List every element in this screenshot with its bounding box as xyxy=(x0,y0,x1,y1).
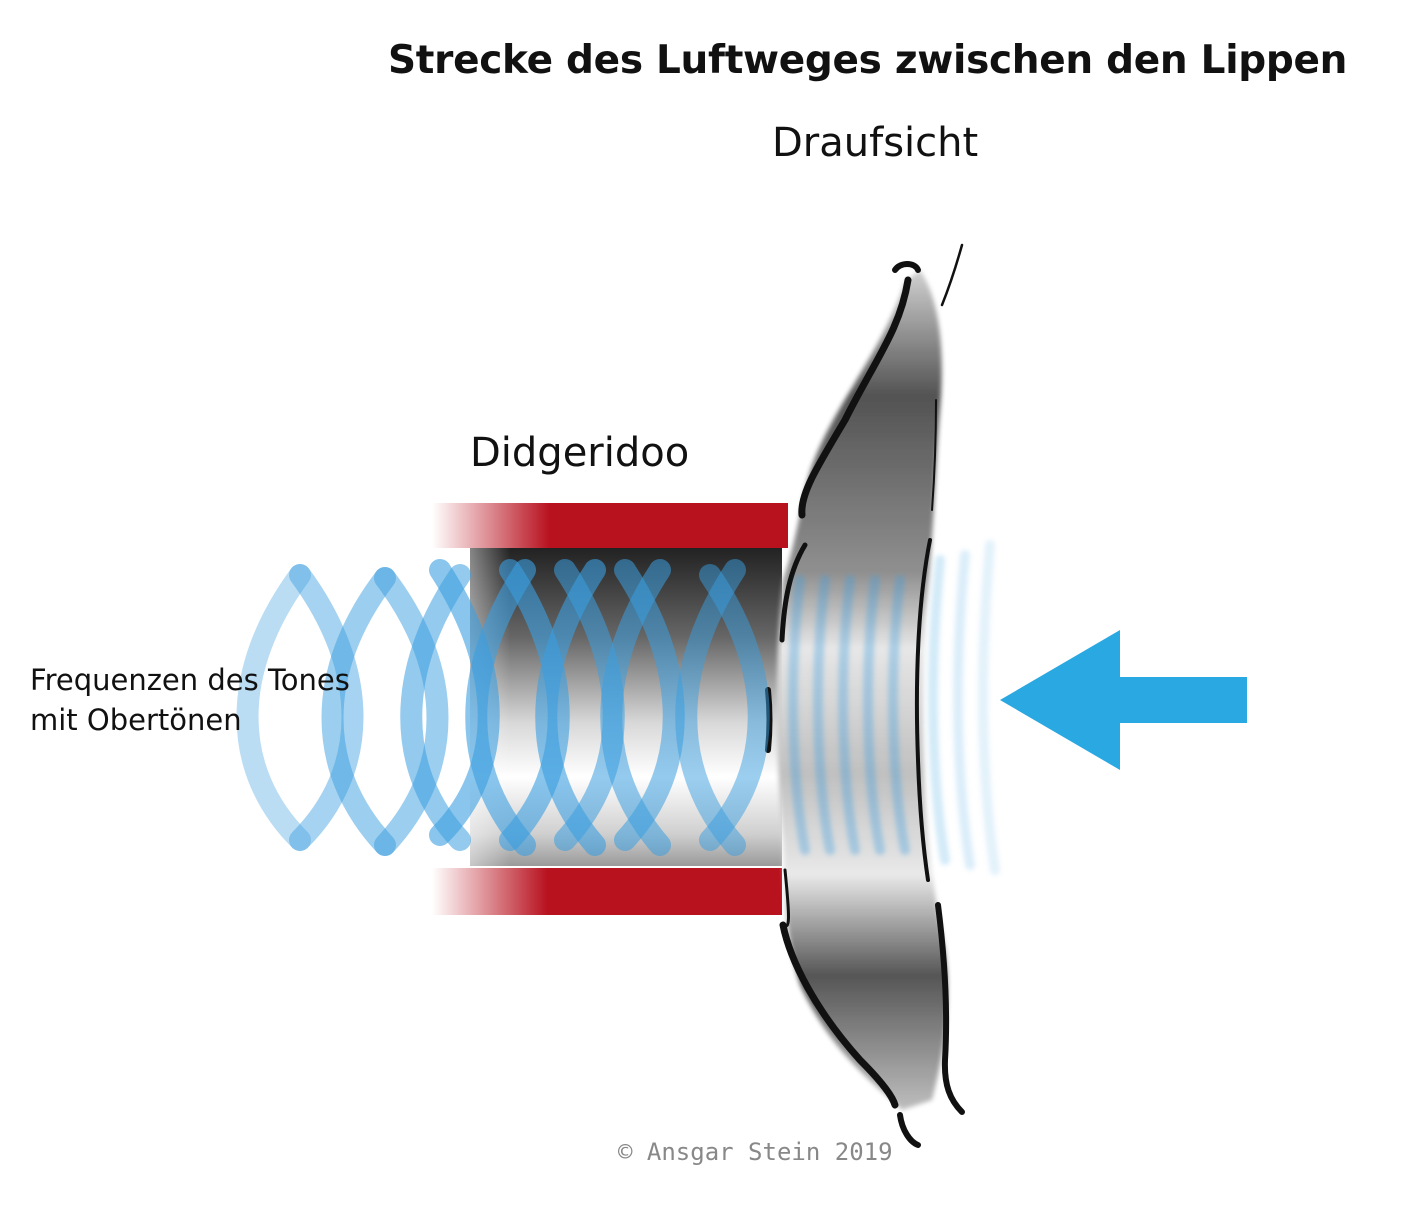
lips-top-view xyxy=(765,243,965,1148)
view-subtitle: Draufsicht xyxy=(772,120,979,166)
diagram-title: Strecke des Luftweges zwischen den Lippe… xyxy=(388,38,1348,83)
wave-arc xyxy=(374,567,449,856)
arrow-left-icon xyxy=(1000,630,1247,770)
wave-arc xyxy=(499,559,570,851)
copyright-notice: © Ansgar Stein 2019 xyxy=(618,1138,893,1166)
wave-arc xyxy=(429,559,500,846)
frequency-label-line2: mit Obertönen xyxy=(30,703,242,737)
wave-arc xyxy=(614,559,685,851)
wave-arc xyxy=(465,559,536,856)
frequency-waves xyxy=(236,559,770,856)
wave-arc xyxy=(236,564,311,851)
didgeridoo-wall-top xyxy=(432,503,788,548)
didgeridoo-wall-bottom xyxy=(432,868,782,915)
wave-arc xyxy=(675,559,746,856)
wave-arc xyxy=(321,567,396,856)
wave-arc xyxy=(699,564,770,851)
frequency-label: Frequenzen des Tones mit Obertönen xyxy=(30,660,350,740)
wave-arc xyxy=(400,564,471,851)
didgeridoo-label: Didgeridoo xyxy=(470,430,690,476)
lip-airflow-streaks xyxy=(788,540,1000,875)
frequency-label-line1: Frequenzen des Tones xyxy=(30,663,350,697)
wave-arc xyxy=(289,564,364,851)
